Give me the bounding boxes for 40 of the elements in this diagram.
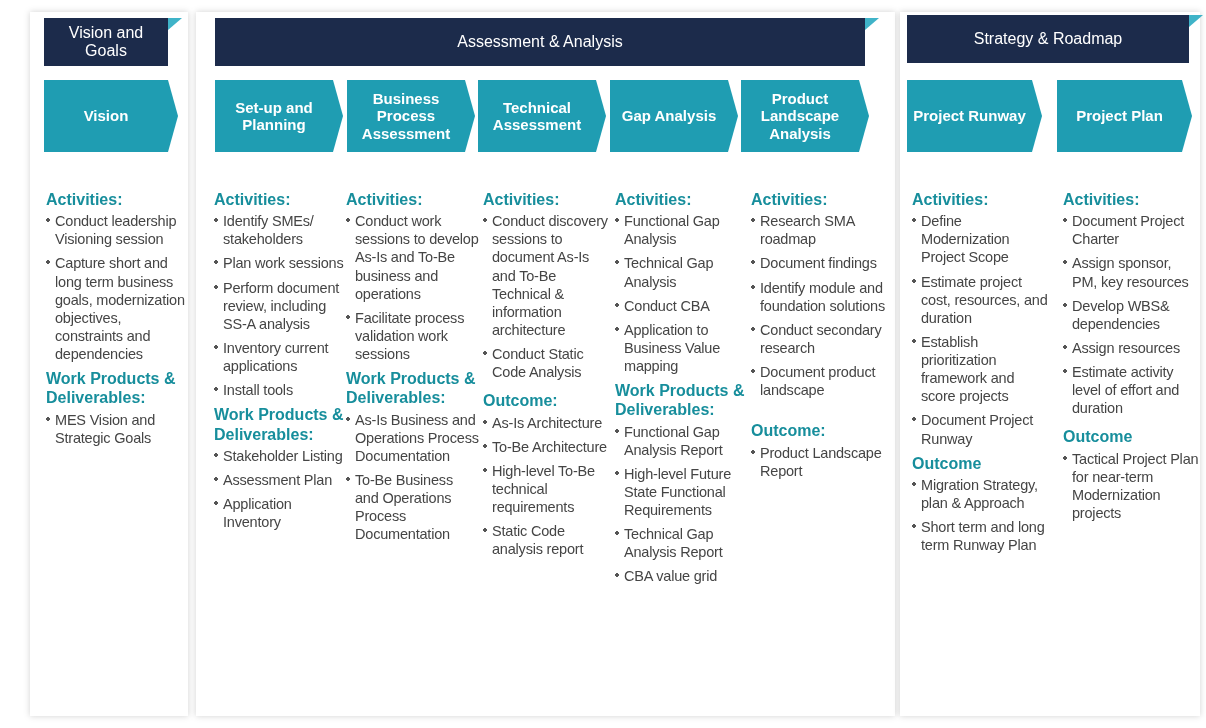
section-heading: Activities: [751, 190, 829, 210]
section-heading: Activities: [483, 190, 561, 210]
step-box [215, 80, 343, 152]
step-box [44, 80, 178, 152]
step-label: Project Runway [913, 107, 1026, 125]
section-heading: Work Products & Deliverables: [346, 369, 477, 408]
section-heading: Outcome [1063, 427, 1134, 447]
bullet-item: Capture short and long term business goals, modernization objectives, constraints and dependencies [46, 254, 186, 364]
step-label: Set-up and Planning [234, 98, 314, 134]
section-heading: Work Products & Deliverables: [214, 405, 344, 444]
phase-title: Assessment & Analysis [457, 32, 623, 52]
section-heading: Activities: [912, 190, 990, 210]
step-box [347, 80, 475, 152]
step-box [907, 80, 1042, 152]
phase-title: Vision and Goals [67, 23, 145, 61]
phase-header-bar [215, 18, 879, 66]
phase-header-bar [44, 18, 182, 66]
section-heading: Activities: [615, 190, 693, 210]
step-label: Vision [83, 107, 129, 125]
step-label: Project Plan [1076, 107, 1163, 125]
step-box [478, 80, 606, 152]
section-heading: Outcome: [483, 391, 559, 411]
step-box [610, 80, 738, 152]
section-heading: Work Products & Deliverables: [615, 381, 745, 420]
bullet-item: Conduct work sessions to develop As-Is and To-Be business and operations [346, 212, 480, 303]
step-box [741, 80, 869, 152]
section-heading: Activities: [346, 190, 424, 210]
step-label: Business Process Assessment [360, 90, 452, 142]
phase-header-bar [907, 15, 1203, 63]
step-label: Technical Assessment [491, 98, 583, 134]
section-heading: Outcome [912, 453, 983, 473]
phase-title: Strategy & Roadmap [973, 29, 1123, 49]
section-heading: Activities: [1063, 190, 1141, 210]
section-heading: Activities: [46, 190, 124, 210]
section-heading: Outcome: [751, 421, 827, 441]
step-box [1057, 80, 1192, 152]
section-heading: Work Products & Deliverables: [46, 369, 177, 408]
step-label: Product Landscape Analysis [759, 90, 841, 142]
section-heading: Activities: [214, 190, 292, 210]
step-label: Gap Analysis [621, 107, 717, 125]
